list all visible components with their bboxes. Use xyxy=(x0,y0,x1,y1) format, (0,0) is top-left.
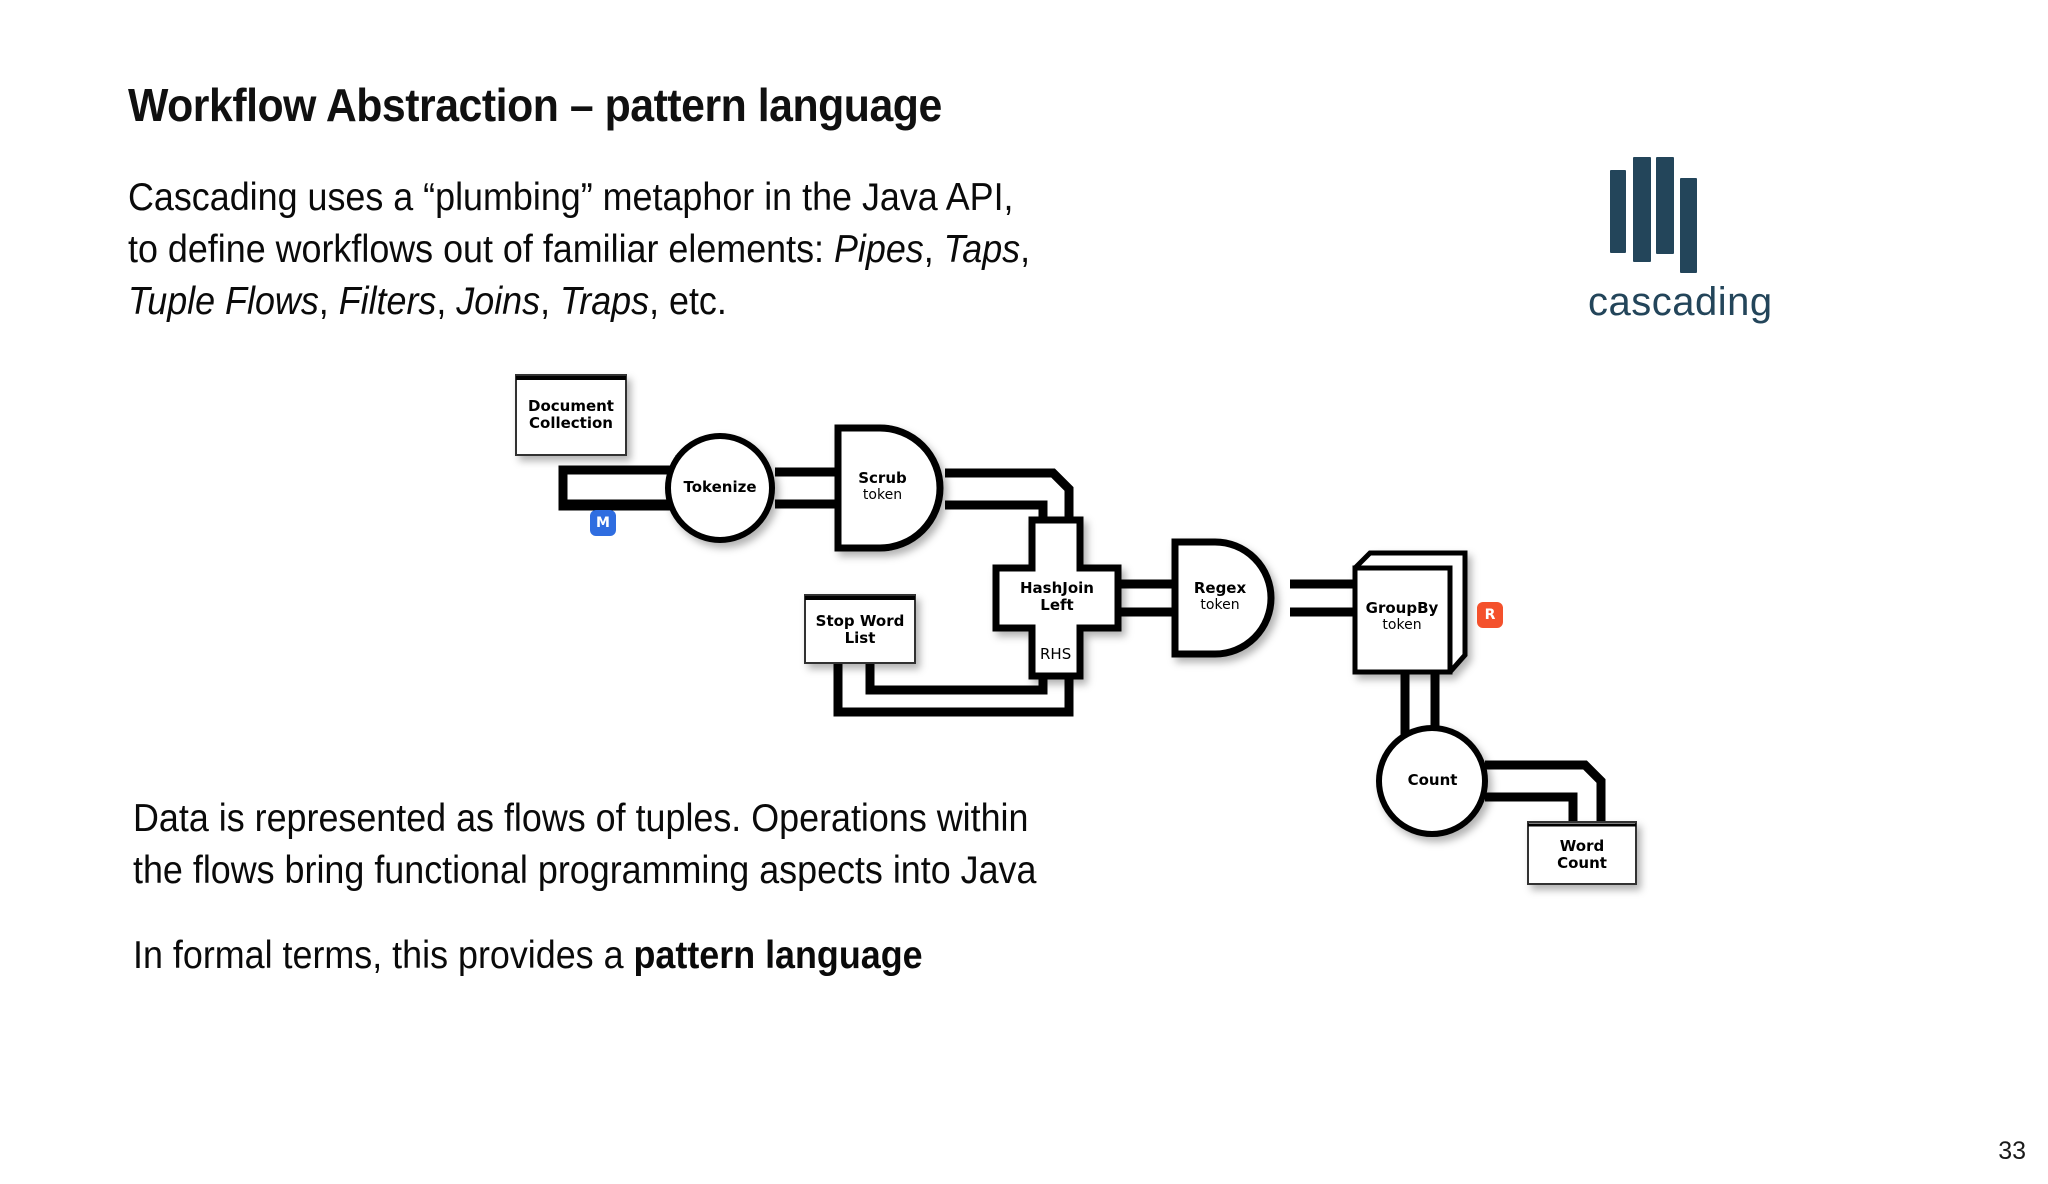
sep-2: , xyxy=(318,280,339,323)
cascading-logo: cascading xyxy=(1588,148,1788,324)
node-regex xyxy=(1171,538,1275,658)
flow-paragraph: Data is represented as flows of tuples. … xyxy=(133,793,1237,897)
logo-bars-icon xyxy=(1596,148,1736,278)
flow-line-2: the flows bring functional programming a… xyxy=(133,849,1037,892)
node-groupby xyxy=(1352,550,1468,675)
intro-paragraph: Cascading uses a “plumbing” metaphor in … xyxy=(128,172,1232,328)
node-document-collection xyxy=(515,374,627,456)
label-count: Count xyxy=(1407,771,1458,789)
label-scrub: Scrub token xyxy=(858,469,907,504)
logo-bar-4 xyxy=(1680,178,1697,273)
sep-4: , xyxy=(540,280,561,323)
intro-line-3-suffix: , etc. xyxy=(649,280,727,323)
formal-bold-term: pattern language xyxy=(633,934,923,977)
term-taps: Taps xyxy=(943,228,1021,271)
term-filters: Filters xyxy=(338,280,437,323)
map-badge: M xyxy=(590,510,616,536)
logo-bar-3 xyxy=(1656,157,1674,254)
label-document-collection: Document Collection xyxy=(528,397,614,432)
node-tokenize xyxy=(665,433,775,543)
logo-bar-2 xyxy=(1633,157,1651,262)
logo-bar-1 xyxy=(1610,170,1626,253)
sep-1: , xyxy=(923,228,944,271)
pipes xyxy=(558,455,1606,830)
node-stop-word-list xyxy=(804,594,916,664)
intro-line-2-prefix: to define workflows out of familiar elem… xyxy=(128,228,834,271)
intro-line-1: Cascading uses a “plumbing” metaphor in … xyxy=(128,176,1014,219)
node-count xyxy=(1376,725,1488,837)
label-regex: Regex token xyxy=(1193,579,1247,614)
reduce-badge: R xyxy=(1477,602,1503,628)
term-traps: Traps xyxy=(560,280,650,323)
sep-3: , xyxy=(436,280,457,323)
label-stop-word-list: Stop Word List xyxy=(815,612,905,647)
intro-line-2-suffix: , xyxy=(1020,228,1031,271)
term-tuple-flows: Tuple Flows xyxy=(128,280,319,323)
page-number: 33 xyxy=(1998,1137,2026,1165)
term-joins: Joins xyxy=(456,280,541,323)
formal-paragraph: In formal terms, this provides a pattern… xyxy=(133,930,1237,982)
flow-line-1: Data is represented as flows of tuples. … xyxy=(133,797,1029,840)
node-scrub xyxy=(834,424,944,552)
label-word-count: Word Count xyxy=(1557,837,1607,872)
term-pipes: Pipes xyxy=(833,228,924,271)
label-rhs: RHS xyxy=(1040,645,1072,663)
node-word-count xyxy=(1527,821,1637,885)
formal-prefix: In formal terms, this provides a xyxy=(133,934,634,977)
logo-wordmark: cascading xyxy=(1588,280,1773,324)
label-groupby: GroupBy token xyxy=(1365,599,1439,634)
label-hashjoin-left: HashJoin Left xyxy=(1020,579,1094,614)
page-title: Workflow Abstraction – pattern language xyxy=(128,79,942,131)
label-tokenize: Tokenize xyxy=(683,478,757,496)
